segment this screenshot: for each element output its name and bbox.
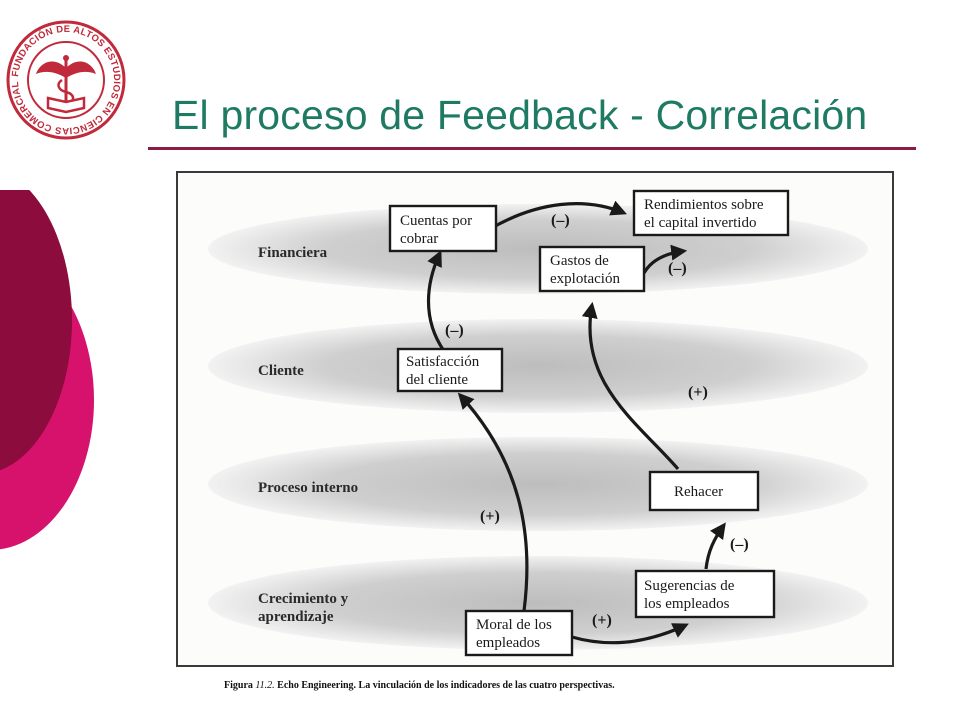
label-financiera: Financiera	[258, 245, 328, 261]
box-cuentas-por-cobrar: Cuentas por cobrar	[388, 204, 498, 253]
institution-logo: FUNDACIÓN DE ALTOS ESTUDIOS EN CIENCIAS …	[1, 10, 128, 142]
caption-prefix: Figura	[224, 680, 253, 691]
arrow-cuentas-rendimientos	[489, 200, 627, 231]
sign-rehacer-gastos: (+)	[688, 384, 708, 401]
label-cliente: Cliente	[258, 363, 304, 379]
svg-text:explotación: explotación	[550, 271, 620, 287]
arrow-rehacer-gastos	[581, 301, 680, 471]
figure-caption: Figura 11.2. Echo Engineering. La vincul…	[224, 680, 615, 691]
caption-text: Echo Engineering. La vinculación de los …	[277, 680, 615, 691]
label-proceso-interno: Proceso interno	[258, 480, 358, 496]
box-rendimientos: Rendimientos sobre el capital invertido	[632, 189, 790, 237]
svg-text:el capital invertido: el capital invertido	[644, 215, 756, 231]
box-moral-empleados: Moral de los empleados	[464, 609, 574, 657]
sign-cuentas-rendimientos: (–)	[551, 212, 570, 229]
arrow-satisfaccion-cuentas	[427, 250, 446, 352]
svg-text:los empleados: los empleados	[644, 596, 730, 612]
box-sugerencias: Sugerencias de los empleados	[634, 569, 776, 619]
decorative-shapes	[0, 190, 94, 550]
svg-text:cobrar: cobrar	[400, 231, 438, 247]
sign-sugerencias-rehacer: (–)	[730, 536, 749, 553]
arrow-moral-sugerencias	[571, 623, 689, 645]
sign-moral-sugerencias: (+)	[592, 612, 612, 629]
diagram-canvas: .lbl { font-family:"Liberation Serif", s…	[208, 189, 868, 657]
svg-text:Gastos de: Gastos de	[550, 253, 609, 269]
decorative-dark-shape	[0, 190, 72, 471]
feedback-diagram: .lbl { font-family:"Liberation Serif", s…	[176, 171, 894, 667]
sign-satisfaccion-cuentas: (–)	[445, 322, 464, 339]
institution-seal-icon: FUNDACIÓN DE ALTOS ESTUDIOS EN CIENCIAS …	[1, 10, 126, 140]
box-satisfaccion-cliente: Satisfacción del cliente	[396, 347, 504, 393]
title-divider	[148, 147, 916, 150]
box-rehacer: Rehacer	[648, 470, 760, 512]
slide-title: El proceso de Feedback - Correlación	[172, 92, 868, 138]
svg-text:Satisfacción: Satisfacción	[406, 354, 480, 370]
arrow-gastos-rendimientos	[642, 244, 688, 274]
svg-text:Sugerencias de: Sugerencias de	[644, 578, 735, 594]
label-crecimiento-line1: Crecimiento y	[258, 591, 349, 607]
svg-text:Rendimientos sobre: Rendimientos sobre	[644, 197, 764, 213]
sign-moral-satisfaccion: (+)	[480, 508, 500, 525]
arrow-sugerencias-rehacer	[704, 522, 726, 570]
box-gastos-explotacion: Gastos de explotación	[538, 245, 646, 293]
svg-text:Cuentas por: Cuentas por	[400, 213, 472, 229]
arrow-moral-satisfaccion	[457, 392, 529, 612]
svg-text:Rehacer: Rehacer	[674, 484, 723, 500]
svg-text:del cliente: del cliente	[406, 372, 468, 388]
band-cliente	[208, 319, 868, 413]
caption-number: 11.2.	[255, 680, 275, 691]
label-crecimiento-line2: aprendizaje	[258, 609, 334, 625]
svg-text:empleados: empleados	[476, 635, 540, 651]
sign-gastos-rendimientos: (–)	[668, 260, 687, 277]
svg-text:Moral de los: Moral de los	[476, 617, 552, 633]
